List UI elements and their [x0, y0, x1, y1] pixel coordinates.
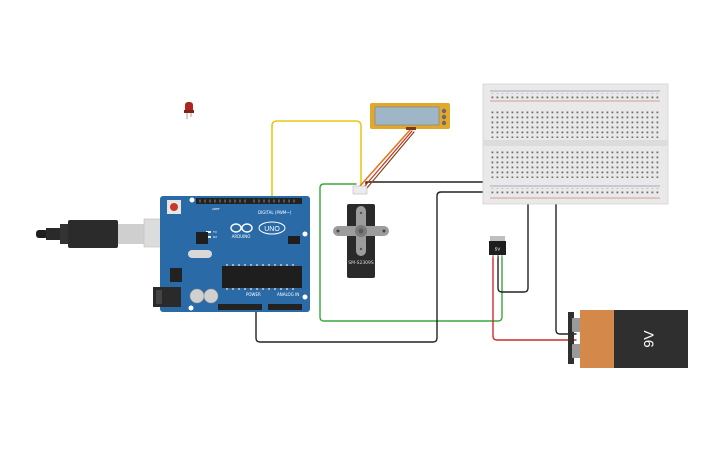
reset-button[interactable]	[170, 203, 178, 211]
servo-motor[interactable]: SM-S2309S	[333, 185, 389, 278]
analog-label: ANALOG IN	[277, 292, 299, 297]
wire-brown-lcd[interactable]	[366, 131, 415, 189]
arduino-logo-icon	[230, 221, 286, 235]
wire-orange[interactable]	[359, 129, 411, 187]
wires	[255, 120, 577, 343]
rx-label: RX	[213, 235, 217, 239]
aref-label: AREF	[212, 207, 220, 211]
servo-model-label: SM-S2309S	[348, 260, 374, 266]
tx-label: TX	[212, 230, 217, 234]
led[interactable]	[184, 102, 194, 119]
voltage-regulator[interactable]: 5V	[489, 236, 506, 258]
arduino-uno-board[interactable]: DIGITAL (PWM~) AREF UNO ARDUINO TX RX	[153, 196, 310, 312]
power-label: POWER	[246, 292, 261, 297]
usb-cable[interactable]	[36, 218, 181, 248]
battery-label: 9V	[641, 330, 657, 348]
wire-red[interactable]	[492, 255, 577, 341]
wire-black-reg[interactable]	[497, 193, 529, 293]
lcd-display[interactable]	[370, 103, 450, 130]
battery-9v[interactable]: 9V	[568, 310, 688, 368]
wire-black-gnd[interactable]	[255, 191, 501, 343]
model-label: UNO	[264, 226, 280, 233]
wire-red-lcd[interactable]	[363, 130, 413, 188]
wire-black-batt[interactable]	[555, 193, 577, 335]
regulator-label: 5V	[495, 247, 501, 252]
wire-black-servo[interactable]	[365, 181, 501, 191]
breadboard[interactable]	[482, 83, 669, 205]
wire-green[interactable]	[319, 183, 503, 322]
wire-yellow[interactable]	[271, 120, 362, 197]
digital-label: DIGITAL (PWM~)	[258, 210, 292, 215]
logo-text: ARDUINO	[232, 234, 251, 239]
